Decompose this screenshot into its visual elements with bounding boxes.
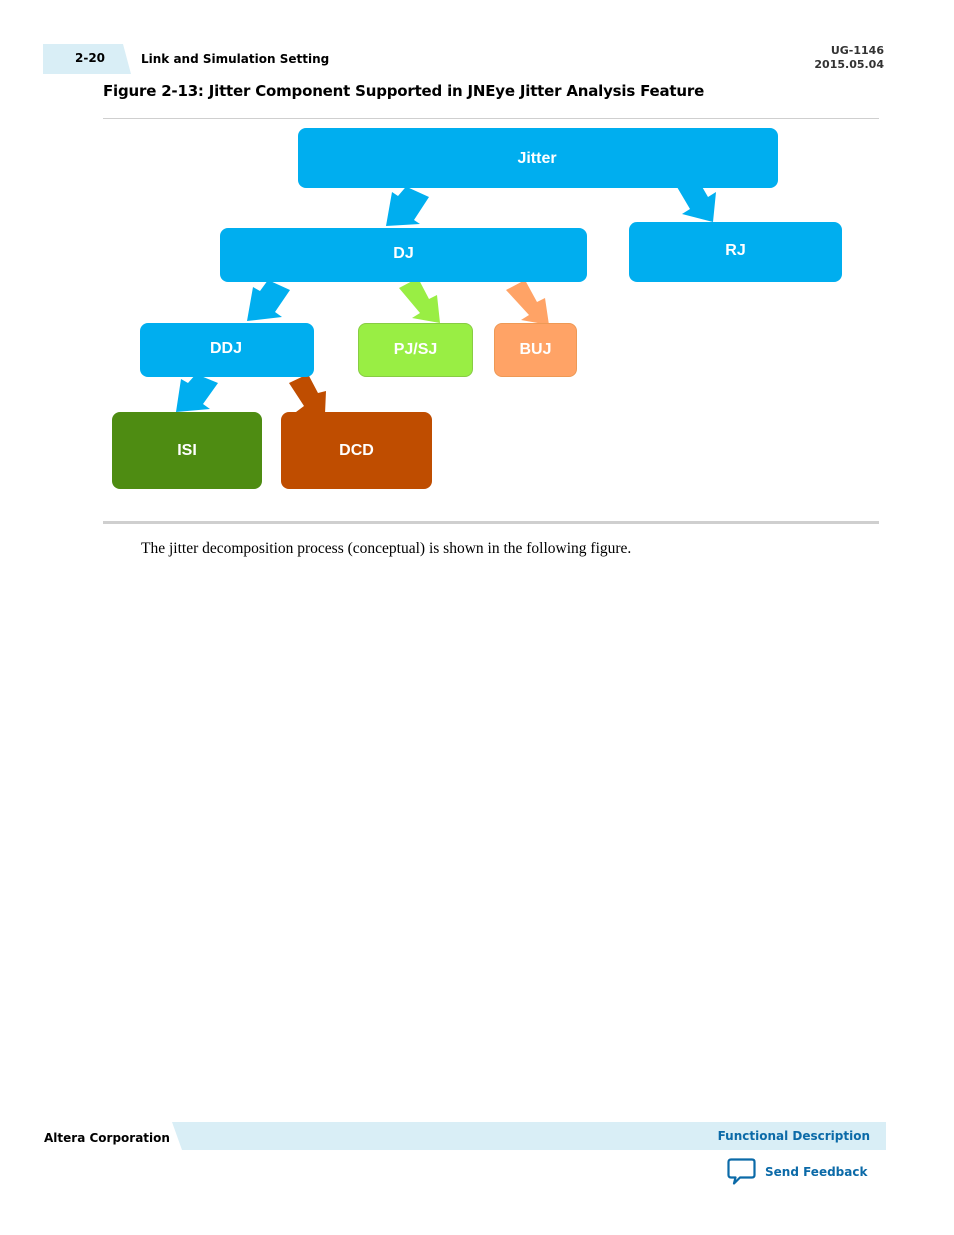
node-pjsj: PJ/SJ [358,323,473,377]
node-pjsj-label: PJ/SJ [393,341,438,358]
node-buj-label: BUJ [519,341,552,358]
node-isi: ISI [112,412,262,489]
arrow-dj-to-pjsj [399,278,440,323]
node-rj: RJ [629,222,842,282]
footer-band [172,1122,886,1150]
document-id: UG-1146 [830,44,884,57]
send-feedback-label: Send Feedback [765,1164,868,1179]
arrow-dj-to-ddj [247,280,290,321]
arrow-ddj-to-isi [176,374,218,412]
figure-bottom-rule [103,521,879,524]
chapter-link[interactable]: Functional Description [717,1129,870,1143]
node-ddj: DDJ [140,323,314,377]
arrow-ddj-to-dcd [289,374,326,414]
node-dcd-label: DCD [339,441,374,459]
node-isi-label: ISI [177,441,197,459]
node-rj-label: RJ [725,242,746,259]
body-paragraph: The jitter decomposition process (concep… [141,540,632,557]
section-title: Link and Simulation Setting [141,52,330,66]
node-dcd: DCD [281,412,432,489]
arrow-dj-to-buj [506,280,549,325]
page-number: 2-20 [75,51,106,65]
send-feedback-button[interactable]: Send Feedback [727,1158,867,1185]
node-dj: DJ [220,228,587,282]
node-jitter: Jitter [298,128,778,188]
figure-caption: Figure 2-13: Jitter Component Supported … [103,82,705,100]
figure-top-rule [103,118,879,119]
document-date: 2015.05.04 [814,58,884,71]
company-name: Altera Corporation [44,1131,170,1145]
node-buj: BUJ [494,323,577,377]
node-dj-label: DJ [393,245,414,262]
speech-bubble-icon [727,1158,756,1185]
node-ddj-label: DDJ [209,340,242,357]
node-jitter-label: Jitter [517,150,557,167]
page-number-tab [43,44,131,74]
